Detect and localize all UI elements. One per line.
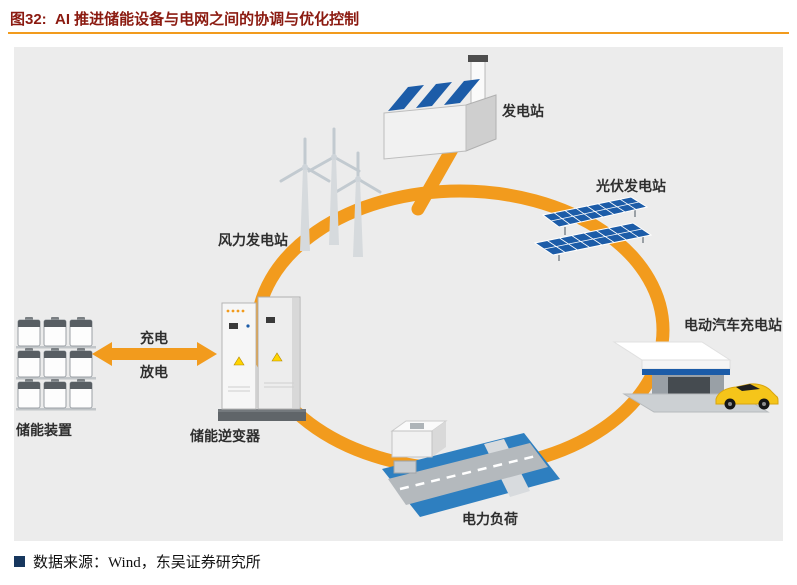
label-ev-charging: 电动汽车充电站	[684, 317, 782, 333]
source-bullet-square	[14, 556, 25, 567]
figure-title: 图32: AI 推进储能设备与电网之间的协调与优化控制	[10, 11, 360, 28]
inverter-icon	[218, 296, 306, 421]
label-discharge: 放电	[140, 364, 168, 380]
source-text: 数据来源：Wind，东吴证券研究所	[33, 555, 261, 571]
power-plant-spoke	[411, 137, 462, 216]
title-underline	[8, 32, 789, 34]
solar-panels-icon	[533, 196, 653, 261]
power-load-icon	[382, 420, 560, 517]
label-inverter: 储能逆变器	[190, 428, 260, 444]
label-wind-station: 风力发电站	[218, 232, 288, 248]
label-power-load: 电力负荷	[462, 511, 518, 527]
label-solar-station: 光伏发电站	[596, 178, 666, 194]
label-charge: 充电	[140, 330, 168, 346]
diagram-panel: 发电站 光伏发电站 电动汽车充电站 电力负荷 风力发电站 储能逆变器 储能装置 …	[14, 47, 783, 541]
source-line: 数据来源：Wind，东吴证券研究所	[14, 551, 261, 572]
charge-discharge-arrow	[92, 342, 217, 366]
label-battery-bank: 储能装置	[16, 422, 72, 438]
car-icon	[715, 383, 779, 410]
label-power-plant: 发电站	[502, 103, 544, 119]
power-plant-icon	[383, 55, 497, 160]
grid-diagram-graphic	[16, 55, 779, 517]
battery-bank-icon	[16, 316, 96, 411]
wind-turbines-icon	[279, 127, 382, 257]
